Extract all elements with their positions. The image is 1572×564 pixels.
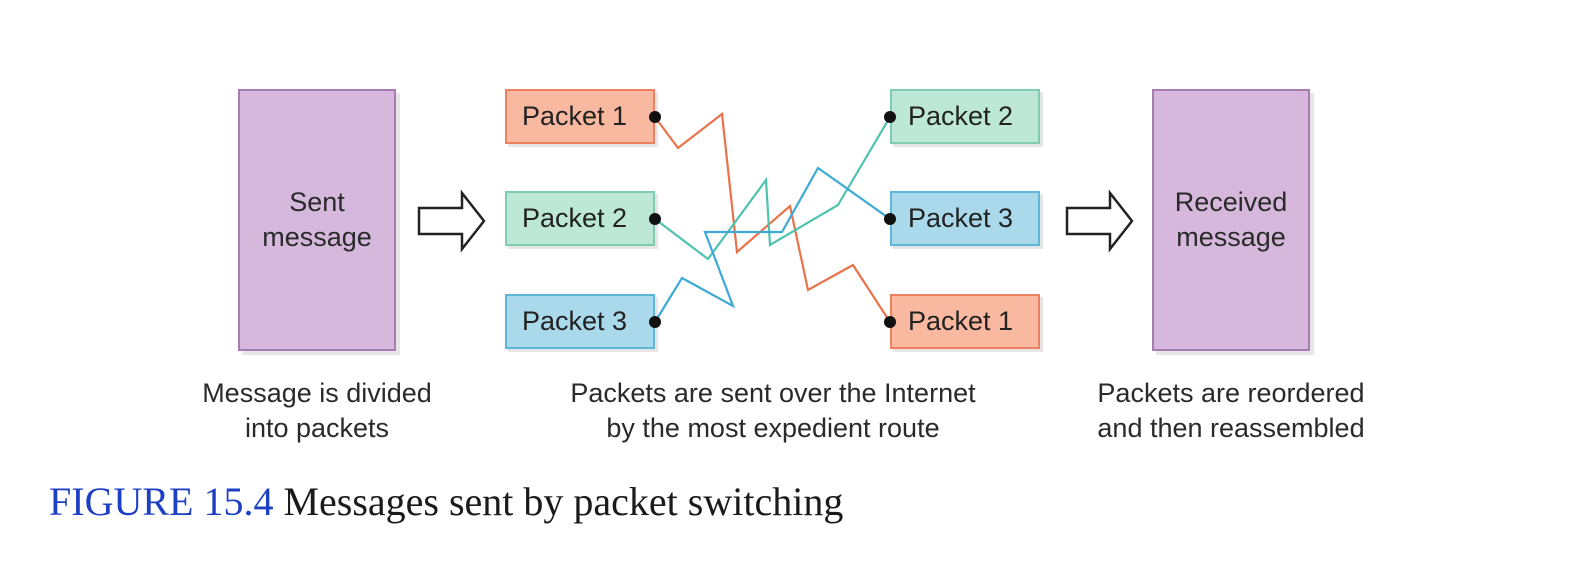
route-packet-3 bbox=[654, 166, 891, 323]
right-packet-3-dot bbox=[884, 213, 896, 225]
left-packet-2: Packet 2 bbox=[505, 191, 655, 246]
received-message-box: Received message bbox=[1152, 89, 1310, 351]
route-packet-1 bbox=[654, 111, 891, 323]
right-packet-1-label: Packet 1 bbox=[908, 306, 1014, 336]
left-packet-2-label: Packet 2 bbox=[522, 203, 628, 233]
sent-message-label: Sent message bbox=[262, 187, 372, 252]
right-packet-1: Packet 1 bbox=[890, 294, 1040, 349]
network-caption: Packets are sent over the Internet by th… bbox=[570, 378, 976, 444]
route-packet-2 bbox=[654, 116, 891, 261]
left-packet-3: Packet 3 bbox=[505, 294, 655, 349]
right-packet-3-label: Packet 3 bbox=[908, 203, 1014, 233]
right-packet-2-label: Packet 2 bbox=[908, 101, 1014, 131]
sender-caption: Message is divided into packets bbox=[202, 378, 432, 444]
right-packet-1-dot bbox=[884, 316, 896, 328]
figure-caption: FIGURE 15.4 Messages sent by packet swit… bbox=[49, 478, 843, 525]
sent-message-box: Sent message bbox=[238, 89, 396, 351]
left-packet-1-label: Packet 1 bbox=[522, 101, 628, 131]
receiver-caption: Packets are reordered and then reassembl… bbox=[1097, 378, 1365, 444]
arrow-right-icon bbox=[1065, 189, 1134, 253]
right-packet-3: Packet 3 bbox=[890, 191, 1040, 246]
right-packet-2-dot bbox=[884, 111, 896, 123]
left-packet-1-dot bbox=[649, 111, 661, 123]
figure-number: FIGURE 15.4 bbox=[49, 479, 274, 524]
right-packet-2: Packet 2 bbox=[890, 89, 1040, 144]
left-packet-2-dot bbox=[649, 213, 661, 225]
left-packet-3-dot bbox=[649, 316, 661, 328]
received-message-label: Received message bbox=[1174, 187, 1288, 252]
figure-title: Messages sent by packet switching bbox=[283, 479, 844, 524]
left-packet-3-label: Packet 3 bbox=[522, 306, 628, 336]
arrow-right-icon bbox=[417, 189, 486, 253]
